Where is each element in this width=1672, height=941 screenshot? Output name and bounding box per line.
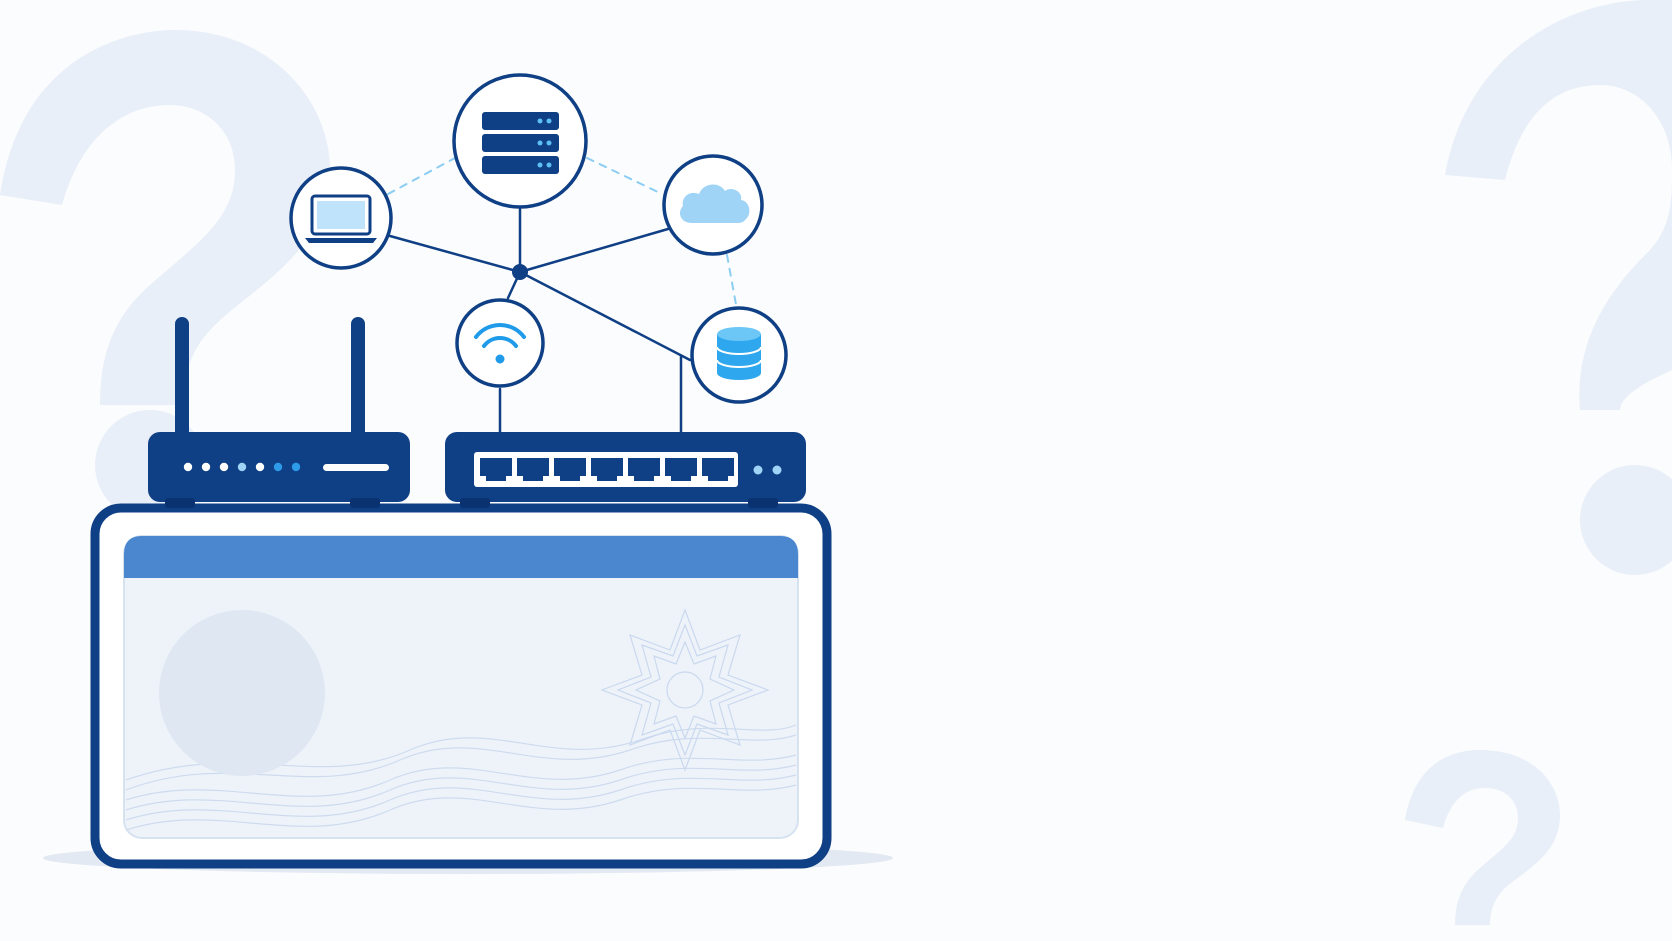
laptop-icon — [305, 194, 377, 243]
switch-port — [480, 458, 512, 481]
dashed-link-server-cloud — [586, 157, 661, 194]
switch-port — [702, 458, 734, 481]
question-mark-icon — [1405, 750, 1560, 925]
switch-port — [628, 458, 660, 481]
id-card-icon — [90, 503, 832, 869]
link-hub-database — [518, 270, 692, 362]
dashed-link-laptop-server — [387, 157, 456, 195]
dashed-link-cloud-database — [726, 254, 738, 311]
question-mark-icon — [1445, 0, 1672, 575]
cloud-icon — [680, 184, 750, 223]
router-light — [273, 462, 283, 472]
router-status-lights — [183, 462, 301, 472]
router-light — [219, 462, 229, 472]
database-icon — [716, 327, 762, 380]
network-switch-icon — [445, 432, 806, 508]
router-icon — [148, 317, 410, 508]
router-antenna-left — [175, 317, 189, 439]
network-hub-node — [512, 264, 528, 280]
router-light — [201, 462, 211, 472]
card-rosette — [600, 608, 770, 772]
switch-port — [665, 458, 697, 481]
server-rack-icon — [482, 112, 559, 174]
node-wifi — [455, 298, 545, 388]
link-hub-laptop — [388, 234, 522, 274]
card-photo-placeholder — [159, 610, 325, 776]
node-laptop — [289, 166, 393, 270]
router-light — [255, 462, 265, 472]
switch-status-lights — [753, 465, 782, 475]
node-database — [690, 306, 788, 404]
switch-port — [517, 458, 549, 481]
router-light — [291, 462, 301, 472]
network-links — [387, 157, 738, 434]
card-header-band — [124, 536, 798, 578]
link-hub-cloud — [518, 227, 670, 274]
switch-light — [753, 465, 763, 475]
switch-port — [591, 458, 623, 481]
router-light — [183, 462, 193, 472]
switch-ports — [480, 458, 734, 481]
router-indicator-bar — [323, 464, 389, 471]
switch-light — [772, 465, 782, 475]
node-cloud — [662, 154, 764, 256]
router-light — [237, 462, 247, 472]
switch-port — [554, 458, 586, 481]
router-antenna-right — [351, 317, 365, 439]
node-server — [452, 73, 588, 209]
wifi-icon — [474, 323, 526, 364]
